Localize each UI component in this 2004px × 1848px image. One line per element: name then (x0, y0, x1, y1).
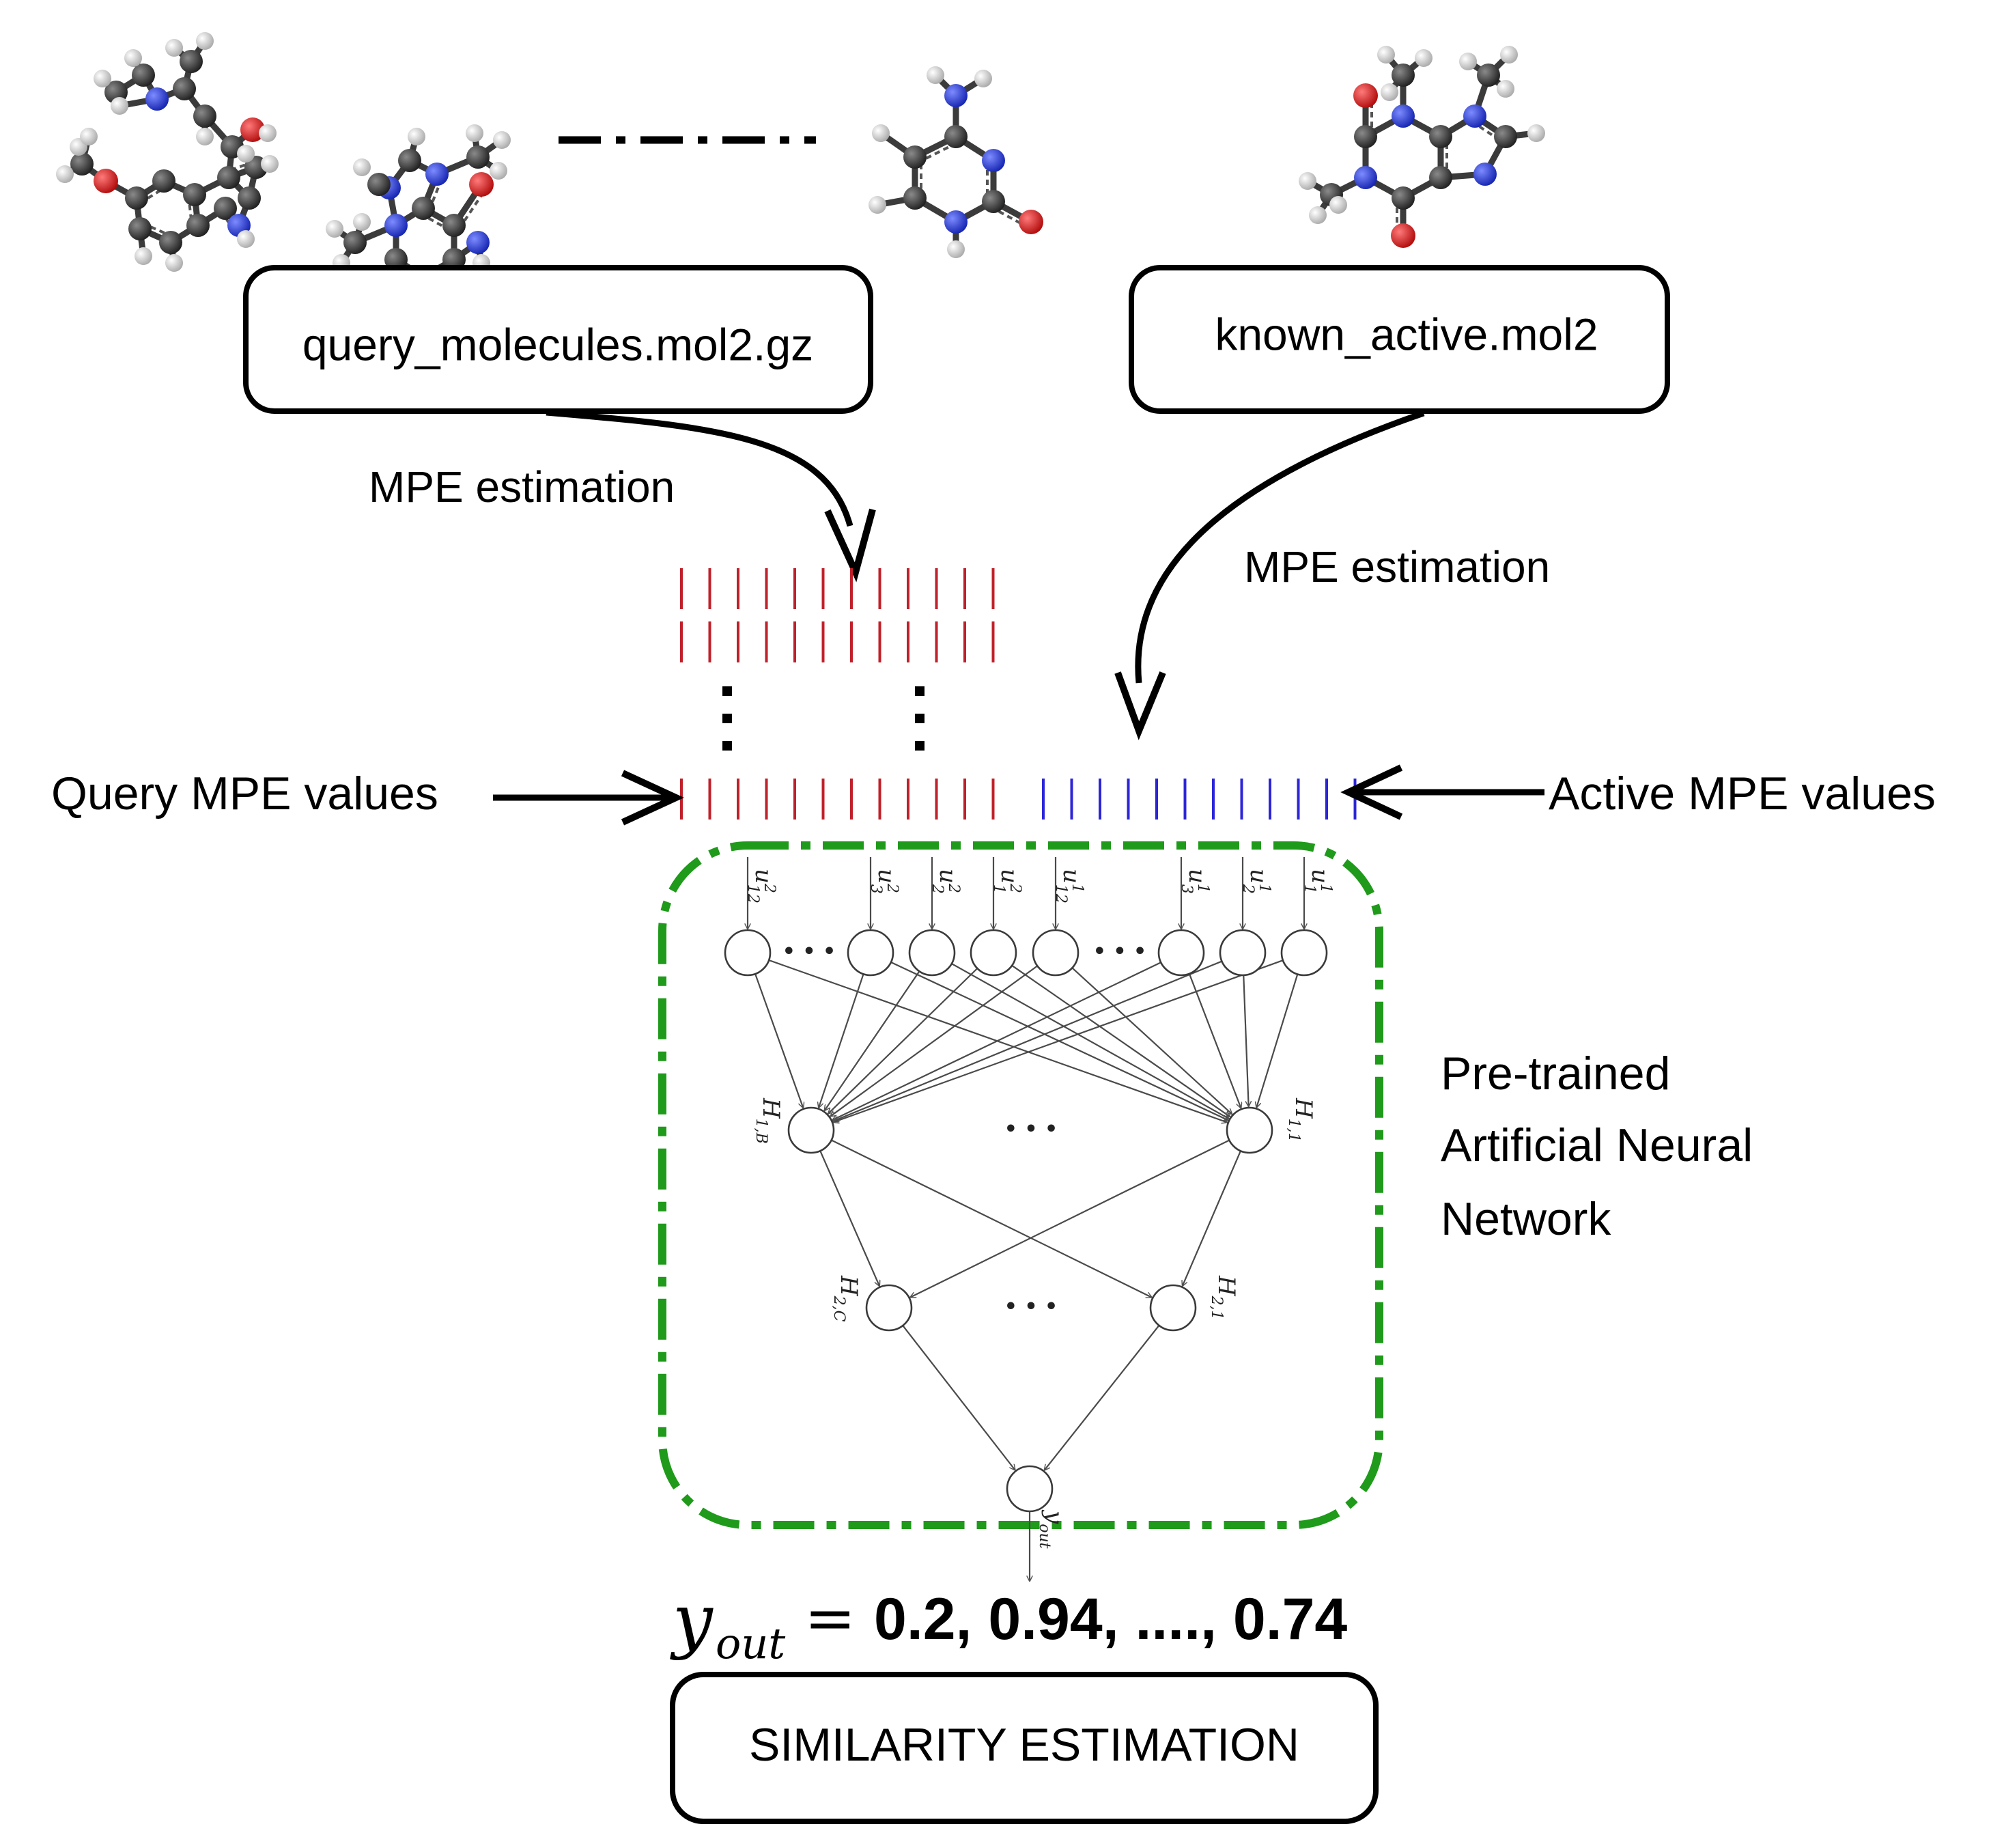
hidden-layer-1-node (1226, 1106, 1273, 1154)
quinine-molecule (56, 32, 279, 272)
active-file-box: known_active.mol2 (1129, 265, 1670, 414)
row-ellipsis-dots (722, 686, 925, 751)
input-label: u212 (744, 869, 778, 904)
hidden-2-right-label: H2,1 (1208, 1275, 1240, 1320)
input-label: u11 (1301, 869, 1334, 894)
query-mpe-arrow (546, 409, 876, 583)
input-label: u112 (1052, 869, 1086, 904)
input-label: u13 (1178, 869, 1211, 894)
hidden-layer-2-ellipsis: • • • (1004, 1295, 1058, 1319)
network-edge (1243, 975, 1248, 1106)
network-edge (833, 960, 1222, 1121)
input-node (970, 929, 1017, 977)
input-label: u23 (867, 869, 901, 894)
input-ellipsis: • • • (782, 940, 836, 964)
cytosine-molecule (869, 66, 1043, 258)
neural-network: • • • • • • • • • • • • u212 u23 u22 u21 u112 u13… (724, 857, 1334, 1581)
active-values-arrow (1340, 764, 1544, 820)
query-file-box: query_molecules.mol2.gz (243, 265, 873, 414)
network-edge (828, 968, 978, 1114)
hidden-layer-1-ellipsis: • • • (1004, 1117, 1058, 1141)
input-node (1219, 929, 1267, 977)
input-ellipsis: • • • (1093, 940, 1146, 964)
hidden-layer-1-node (787, 1106, 835, 1154)
network-edge (834, 960, 1284, 1122)
network-edge (833, 962, 1161, 1120)
ann-caption-line-2: Artificial Neural (1441, 1119, 1753, 1171)
query-file-name: query_molecules.mol2.gz (302, 319, 813, 369)
mpe-barcodes (680, 568, 1357, 820)
network-edge (1011, 964, 1230, 1117)
output-node (1006, 1465, 1054, 1513)
output-values: 0.2, 0.94, ...., 0.74 (874, 1586, 1347, 1652)
input-label: u22 (929, 869, 962, 894)
input-label: u12 (1239, 869, 1273, 894)
active-mpe-values-label: Active MPE values (1549, 768, 1936, 820)
network-edge (1045, 1325, 1160, 1470)
mpe-estimation-label-right: MPE estimation (1244, 542, 1550, 591)
network-edge (951, 963, 1229, 1119)
query-mpe-values-label: Query MPE values (51, 768, 438, 820)
similarity-estimation-box: SIMILARITY ESTIMATION (670, 1672, 1379, 1824)
network-edge (910, 1139, 1230, 1298)
network-edge (831, 1139, 1152, 1298)
hidden-2-left-label: H2,C (830, 1275, 862, 1322)
mpe-estimation-label-left: MPE estimation (369, 462, 675, 512)
input-node (908, 929, 956, 977)
input-label: u21 (990, 869, 1024, 894)
similarity-estimation-label: SIMILARITY ESTIMATION (749, 1719, 1299, 1771)
output-node-label: yout (1036, 1509, 1068, 1549)
ann-caption-line-3: Network (1441, 1193, 1611, 1245)
network-edge (825, 970, 920, 1110)
output-equals: = (804, 1582, 856, 1654)
caffeine-molecule-2 (1299, 46, 1545, 248)
network-edge (819, 973, 864, 1108)
output-symbol: y (670, 1578, 714, 1662)
network-edge (830, 965, 1038, 1116)
ann-caption-line-1: Pre-trained (1441, 1048, 1670, 1100)
active-file-name: known_active.mol2 (1215, 309, 1598, 359)
input-node (1157, 929, 1205, 977)
hidden-1-right-label: H1,1 (1285, 1097, 1317, 1143)
network-edge (754, 973, 803, 1108)
network-edge (819, 1150, 879, 1286)
active-mpe-arrow (1114, 410, 1425, 740)
hidden-1-left-label: H1,B (752, 1097, 785, 1144)
hidden-layer-2-node (1149, 1284, 1197, 1332)
ann-caption: Pre-trained Artificial Neural Network (1441, 1048, 1753, 1245)
network-edge (1256, 974, 1299, 1108)
output-equation: y out = 0.2, 0.94, ...., 0.74 (670, 1578, 1347, 1668)
output-subscript: out (716, 1619, 785, 1668)
hidden-layer-2-node (865, 1284, 913, 1332)
molecule-illustrations (56, 32, 1545, 303)
input-node (847, 929, 894, 977)
network-edge (1188, 973, 1241, 1108)
query-values-arrow (493, 770, 684, 826)
input-node (724, 929, 772, 977)
input-node (1032, 929, 1079, 977)
input-node (1280, 929, 1328, 977)
network-edge (1183, 1150, 1241, 1286)
network-edge (902, 1325, 1015, 1470)
ann-frame (658, 841, 1383, 1529)
